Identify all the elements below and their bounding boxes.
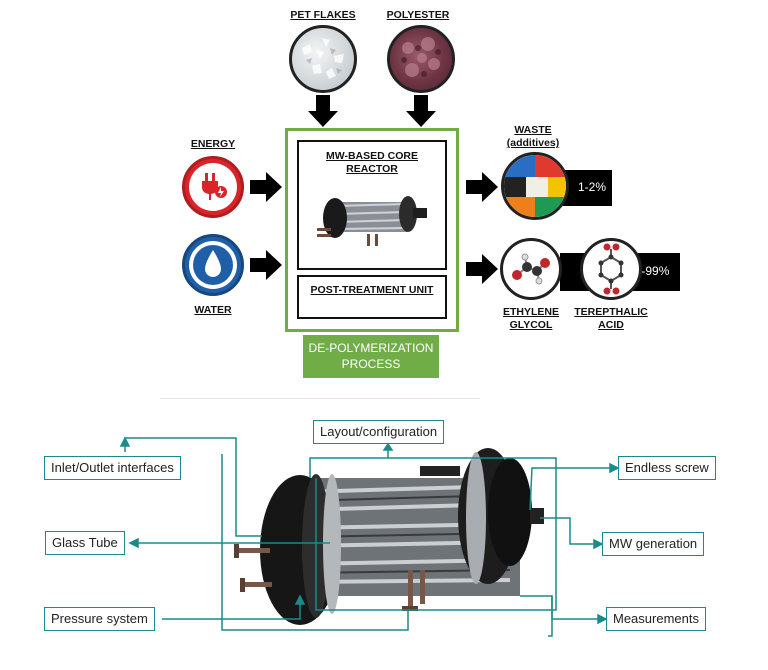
additive-pellets: [504, 155, 566, 217]
post-treatment-box: POST-TREATMENT UNIT: [297, 275, 447, 319]
polyester-label: POLYESTER: [386, 9, 450, 21]
arrow-down-icon: [308, 95, 338, 127]
arrow-right-icon: [466, 254, 498, 284]
arrow-right-icon: [250, 172, 282, 202]
process-name-line1: DE-POLYMERIZATION: [308, 341, 434, 355]
energy-badge: [182, 156, 244, 218]
water-badge: [182, 234, 244, 296]
pet-flakes-texture: [302, 38, 344, 79]
ethylene-glycol-molecule: [500, 238, 562, 300]
depolymerization-box: MW-BASED CORE REACTOR POST-TREATMENT UNI…: [285, 128, 459, 332]
ethylene-glycol-line1: ETHYLENE: [502, 306, 559, 318]
ethylene-glycol-label: ETHYLENE GLYCOL: [496, 306, 566, 332]
core-reactor-label: MW-BASED CORE REACTOR: [326, 150, 418, 175]
terephthalic-acid-line1: TEREPTHALIC: [574, 306, 648, 318]
polyester-image: [387, 25, 455, 93]
arrow-down-icon: [406, 95, 436, 127]
callout-endless-screw: Endless screw: [618, 456, 716, 480]
ethylene-glycol-icon: [512, 253, 550, 285]
process-name-line2: PROCESS: [341, 357, 401, 371]
callout-inlet-outlet-interfaces: Inlet/Outlet interfaces: [44, 456, 181, 480]
terephthalic-acid-label: TEREPTHALIC ACID: [570, 306, 652, 332]
reactor-callout-diagram: [119, 436, 620, 637]
callout-mw-generation: MW generation: [602, 532, 705, 556]
energy-label: ENERGY: [190, 138, 236, 150]
callout-measurements: Measurements: [606, 607, 706, 631]
post-treatment-label: POST-TREATMENT UNIT: [310, 284, 434, 296]
core-reactor-box: MW-BASED CORE REACTOR: [297, 140, 447, 270]
terephthalic-acid-icon: [598, 243, 624, 295]
pet-flakes-image: [289, 25, 357, 93]
arrow-right-icon: [466, 172, 498, 202]
callout-pressure-system: Pressure system: [44, 607, 155, 631]
pet-flakes-label: PET FLAKES: [290, 9, 356, 21]
terephthalic-acid-molecule: [580, 238, 642, 300]
waste-image: [501, 152, 569, 220]
waste-percent: 1-2%: [578, 180, 607, 194]
depolymerization-process-tag: DE-POLYMERIZATION PROCESS: [303, 335, 439, 378]
callout-layout-configuration: Layout/configuration: [313, 420, 445, 444]
waste-label-line2: (additives): [506, 137, 560, 149]
waste-label: WASTE (additives): [495, 124, 571, 150]
section-divider: [160, 398, 480, 399]
reactor-image: [317, 196, 427, 246]
water-label: WATER: [194, 304, 232, 316]
reactor-illustration: [234, 448, 544, 625]
arrow-right-icon: [250, 250, 282, 280]
waste-label-line1: WASTE: [514, 124, 552, 136]
terephthalic-acid-line2: ACID: [598, 319, 624, 331]
water-drop-icon: [205, 250, 221, 277]
callout-glass-tube: Glass Tube: [45, 531, 125, 555]
polyester-texture: [401, 37, 441, 77]
power-plug-icon: [202, 173, 227, 200]
ethylene-glycol-line2: GLYCOL: [509, 319, 553, 331]
